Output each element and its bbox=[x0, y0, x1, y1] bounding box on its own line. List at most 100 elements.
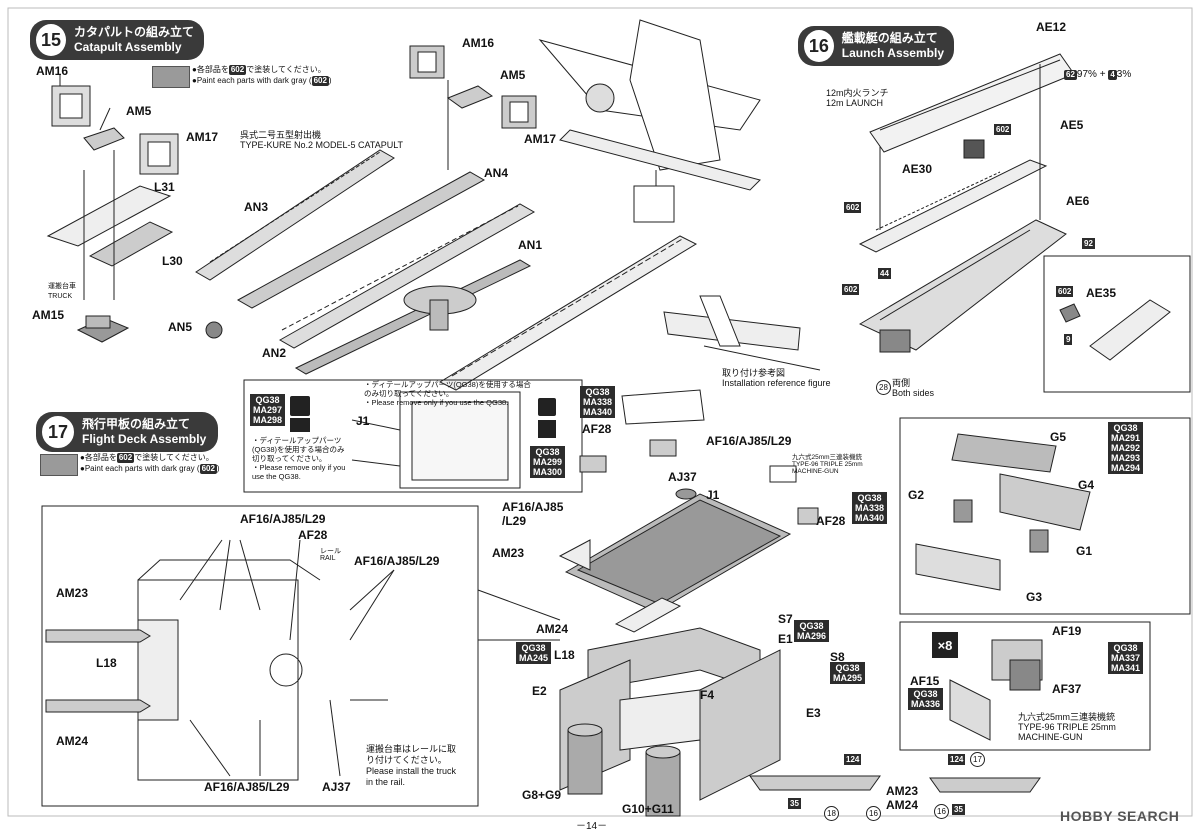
step-number: 16 bbox=[802, 28, 836, 64]
part-label: AN2 bbox=[262, 346, 287, 360]
part-label: AN4 bbox=[484, 166, 509, 180]
paint-code: 602 bbox=[994, 124, 1012, 135]
callout-number: 28 bbox=[876, 380, 891, 395]
color-swatch bbox=[40, 454, 78, 476]
qg-code-line: MA337 bbox=[1111, 653, 1141, 663]
part-label: L31 bbox=[154, 180, 175, 194]
part-label: AF16/AJ85/L29 bbox=[240, 512, 326, 526]
paint-code: 9 bbox=[1064, 334, 1073, 345]
qg-code-line: MA245 bbox=[519, 653, 549, 663]
qg-code-line: QG38 bbox=[913, 689, 938, 699]
part-label: AM16 bbox=[36, 64, 69, 78]
part-label: G4 bbox=[1078, 478, 1095, 492]
qg-code-line: QG38 bbox=[585, 387, 610, 397]
callout-number: 17 bbox=[970, 752, 985, 767]
qg-code-line: MA297 bbox=[253, 405, 283, 415]
qg-code-line: MA299 bbox=[533, 457, 563, 467]
paint-code: 44 bbox=[878, 268, 891, 279]
watermark: HOBBY SEARCH bbox=[1060, 808, 1180, 824]
part-label: E1 bbox=[778, 632, 793, 646]
qg-code-line: MA300 bbox=[533, 467, 563, 477]
color-swatch bbox=[152, 66, 190, 88]
part-label: AE5 bbox=[1060, 118, 1084, 132]
part-label: E2 bbox=[532, 684, 547, 698]
step-title-en: Flight Deck Assembly bbox=[82, 432, 207, 446]
step-title-jp: 飛行甲板の組み立て bbox=[82, 417, 191, 431]
part-label: AM17 bbox=[524, 132, 557, 146]
qg-code-line: QG38 bbox=[1113, 643, 1138, 653]
paint-code: 35 bbox=[952, 804, 965, 815]
step-title-en: Catapult Assembly bbox=[73, 40, 182, 54]
part-label: AN1 bbox=[518, 238, 543, 252]
pen-icon bbox=[290, 396, 310, 416]
qg-code-line: QG38 bbox=[255, 395, 280, 405]
part-label: AM15 bbox=[32, 308, 65, 322]
part-label: AJ37 bbox=[322, 780, 351, 794]
part-label: S7 bbox=[778, 612, 793, 626]
part-label: /L29 bbox=[502, 514, 527, 528]
paint-code: 124 bbox=[948, 754, 966, 765]
part-label: AF16/AJ85/L29 bbox=[354, 554, 440, 568]
part-label: AM17 bbox=[186, 130, 219, 144]
cut-icon bbox=[538, 420, 556, 438]
part-label: L18 bbox=[96, 656, 117, 670]
part-label: AF28 bbox=[298, 528, 328, 542]
qg-code-line: MA341 bbox=[1111, 663, 1141, 673]
step-title-jp: 艦載艇の組み立て bbox=[841, 31, 938, 45]
part-label: S8 bbox=[830, 650, 845, 664]
part-label: AF16/AJ85/L29 bbox=[706, 434, 792, 448]
part-label: E3 bbox=[806, 706, 821, 720]
part-label: J1 bbox=[356, 414, 370, 428]
step-number: 17 bbox=[40, 414, 76, 450]
detail-note-1: ・ディテールアップパーツ(QG38)を使用する場合のみ切り取ってください。・Pl… bbox=[364, 380, 531, 407]
qg-code-line: MA292 bbox=[1111, 443, 1141, 453]
paint-code: 124 bbox=[844, 754, 862, 765]
part-label: AM24 bbox=[536, 622, 569, 636]
part-label: G8+G9 bbox=[522, 788, 562, 802]
detail-note-2: ・ディテールアップパーツ(QG38)を使用する場合のみ切り取ってください。・Pl… bbox=[252, 436, 346, 481]
rail-install-note: 運搬台車はレールに取り付けてください。Please install the tr… bbox=[366, 744, 457, 787]
paint-code: 602 bbox=[1056, 286, 1074, 297]
qg-code-line: MA340 bbox=[855, 513, 885, 523]
callout-number: 18 bbox=[824, 806, 839, 821]
quantity-badge: ×8 bbox=[932, 632, 958, 658]
part-label: AE30 bbox=[902, 162, 933, 176]
qg-code-line: MA298 bbox=[253, 415, 283, 425]
part-label: AM24 bbox=[886, 798, 919, 812]
callout-number: 16 bbox=[934, 804, 949, 819]
part-label: AF37 bbox=[1052, 682, 1082, 696]
qg-code-line: MA295 bbox=[833, 673, 863, 683]
part-label: G3 bbox=[1026, 590, 1043, 604]
part-label: L18 bbox=[554, 648, 575, 662]
qg-code-line: MA294 bbox=[1111, 463, 1141, 473]
step-title-jp: カタパルトの組み立て bbox=[73, 25, 194, 39]
part-label: AF28 bbox=[816, 514, 846, 528]
qg-code-line: QG38 bbox=[1113, 423, 1138, 433]
part-label: G2 bbox=[908, 488, 925, 502]
part-label: J1 bbox=[706, 488, 720, 502]
part-label: AM23 bbox=[886, 784, 919, 798]
step-title-en: Launch Assembly bbox=[841, 46, 944, 60]
part-label: G10+G11 bbox=[622, 802, 674, 816]
callout-number: 16 bbox=[866, 806, 881, 821]
qg-code-line: MA338 bbox=[583, 397, 613, 407]
part-label: AM5 bbox=[126, 104, 152, 118]
part-label: AM24 bbox=[56, 734, 89, 748]
